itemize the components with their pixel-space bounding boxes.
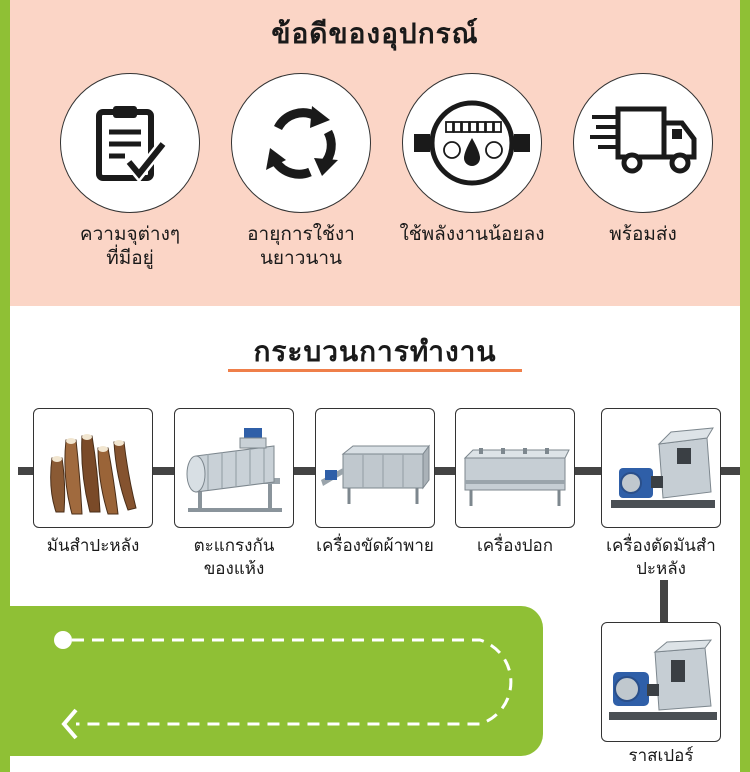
recycle-arrows-icon	[266, 106, 338, 179]
cassava-roots-image	[50, 434, 137, 515]
process-step-label-peeler: เครื่องปอก	[476, 536, 554, 556]
process-step-dry-sieve	[174, 408, 294, 528]
advantage-label-lifetime: อายุการใช้งา นยาวนาน	[247, 223, 355, 269]
process-step-rasper	[601, 622, 721, 742]
paddle-washer-machine-image	[321, 444, 430, 504]
loop-arrow-icon	[54, 631, 513, 740]
clipboard-check-icon	[96, 106, 168, 183]
delivery-truck-icon	[590, 106, 697, 174]
process-step-cutter	[601, 408, 721, 528]
cassava-cutter-machine-image	[611, 427, 715, 508]
advantage-label-delivery: พร้อมส่ง	[609, 223, 677, 245]
process-title-underline	[228, 369, 522, 372]
process-title: กระบวนการทำงาน	[253, 335, 497, 368]
process-step-peeler	[455, 408, 575, 528]
water-meter-icon	[414, 100, 530, 186]
process-step-label-cassava: มันสำปะหลัง	[46, 536, 140, 556]
process-step-cassava	[33, 408, 153, 528]
flow-continuation-panel	[10, 606, 543, 756]
page-frame: ข้อดีของอุปกรณ์ ความจุต่างๆ ที่มีอยู่	[10, 0, 740, 772]
process-step-label-rasper: ราสเปอร์	[628, 746, 694, 766]
advantage-card-energy	[402, 73, 542, 213]
advantages-section: ข้อดีของอุปกรณ์ ความจุต่างๆ ที่มีอยู่	[10, 0, 740, 306]
process-step-label-paddle-washer: เครื่องขัดผ้าพาย	[316, 536, 434, 556]
advantage-card-capacity	[60, 73, 200, 213]
rasper-machine-image	[609, 639, 717, 720]
process-step-label-cutter: เครื่องตัดมันสำ ปะหลัง	[606, 536, 716, 579]
advantage-card-delivery	[573, 73, 713, 213]
advantage-label-capacity: ความจุต่างๆ ที่มีอยู่	[79, 223, 181, 269]
process-step-label-dry-sieve: ตะแกรงกัน ของแห้ง	[193, 536, 275, 579]
advantages-title: ข้อดีของอุปกรณ์	[271, 17, 479, 50]
peeling-machine-image	[463, 448, 570, 506]
advantage-label-energy: ใช้พลังงานน้อยลง	[399, 223, 545, 245]
advantage-card-lifetime	[231, 73, 371, 213]
dry-sieve-machine-image	[186, 428, 282, 512]
process-step-paddle-washer	[315, 408, 435, 528]
process-flow-connector	[660, 580, 668, 626]
